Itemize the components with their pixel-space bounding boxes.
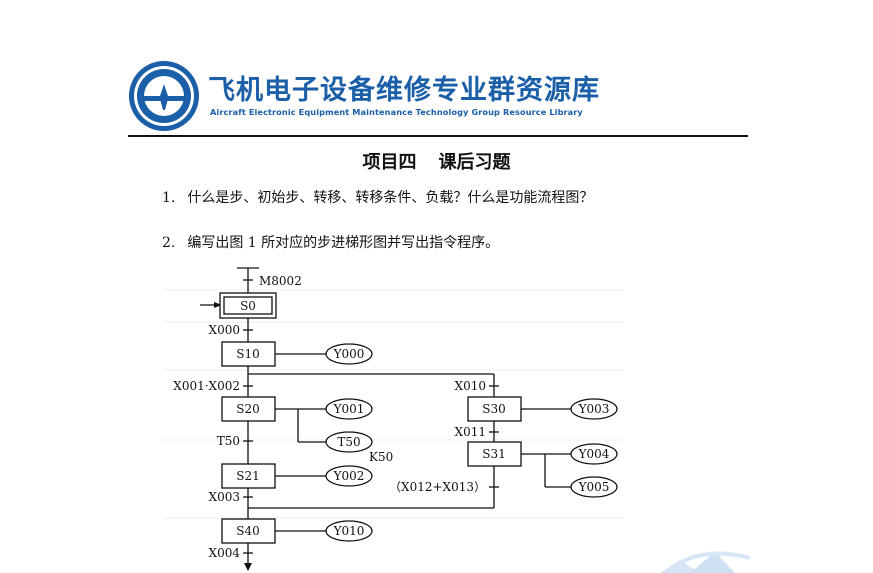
step-label: S30: [482, 402, 506, 416]
transition-x012-x013: （X012+X013）: [389, 480, 486, 494]
timer-t50: T50: [325, 431, 373, 453]
step-label: S10: [236, 347, 260, 361]
question-2: 2. 编写出图 1 所对应的步进梯形图并写出指令程序。: [162, 232, 499, 252]
step-s0: S0: [219, 292, 277, 319]
step-s20: S20: [221, 396, 276, 422]
output-y010: Y010: [325, 520, 373, 542]
transition-x000: X000: [209, 323, 240, 337]
step-label: S40: [236, 524, 260, 538]
question-text: 什么是步、初始步、转移、转移条件、负载？什么是功能流程图？: [187, 190, 594, 206]
output-y004: Y004: [570, 443, 618, 465]
transition-x004: X004: [209, 546, 241, 560]
output-y002: Y002: [325, 465, 373, 487]
header-divider: [128, 135, 748, 137]
svg-text:Y001: Y001: [333, 402, 365, 416]
svg-text:Y002: Y002: [333, 469, 365, 483]
output-y000: Y000: [325, 343, 373, 365]
step-label: S21: [236, 469, 260, 483]
svg-text:Y005: Y005: [578, 480, 610, 494]
output-y001: Y001: [325, 398, 373, 420]
page-title: 项目四课后习题: [0, 148, 873, 174]
initial-condition-label: M8002: [259, 274, 302, 288]
step-s30: S30: [467, 396, 522, 422]
header: 飞机电子设备维修专业群资源库 Aircraft Electronic Equip…: [128, 60, 748, 138]
transition-t50: T50: [217, 434, 240, 448]
question-text: 编写出图 1 所对应的步进梯形图并写出指令程序。: [187, 235, 500, 251]
question-number: 2.: [162, 235, 176, 251]
aircraft-seal-icon: [129, 61, 199, 131]
title-project: 项目四: [362, 152, 417, 173]
svg-text:Y004: Y004: [578, 447, 610, 461]
step-s10: S10: [221, 341, 276, 367]
watermark-logo: [660, 551, 751, 573]
transition-x001-x002: X001·X002: [173, 379, 240, 393]
svg-text:Y010: Y010: [333, 524, 365, 538]
timer-preset-k50: K50: [369, 450, 393, 464]
output-y003: Y003: [570, 398, 618, 420]
question-number: 1.: [162, 190, 176, 206]
svg-text:Y003: Y003: [578, 402, 610, 416]
step-label: S0: [240, 299, 256, 313]
output-y005: Y005: [570, 476, 618, 498]
svg-text:T50: T50: [337, 435, 360, 449]
transition-x010: X010: [455, 379, 486, 393]
transition-x011: X011: [455, 425, 486, 439]
brand-title-cn: 飞机电子设备维修专业群资源库: [208, 75, 600, 106]
title-subject: 课后习题: [438, 152, 511, 173]
step-label: S31: [482, 447, 506, 461]
step-s31: S31: [467, 441, 522, 467]
transition-x003: X003: [209, 490, 240, 504]
brand-title-en: Aircraft Electronic Equipment Maintenanc…: [210, 107, 583, 117]
question-1: 1. 什么是步、初始步、转移、转移条件、负载？什么是功能流程图？: [162, 187, 593, 207]
svg-text:Y000: Y000: [333, 347, 365, 361]
step-s21: S21: [221, 463, 276, 489]
step-label: S20: [236, 402, 260, 416]
step-s40: S40: [221, 518, 276, 544]
background-dots: [165, 289, 625, 519]
